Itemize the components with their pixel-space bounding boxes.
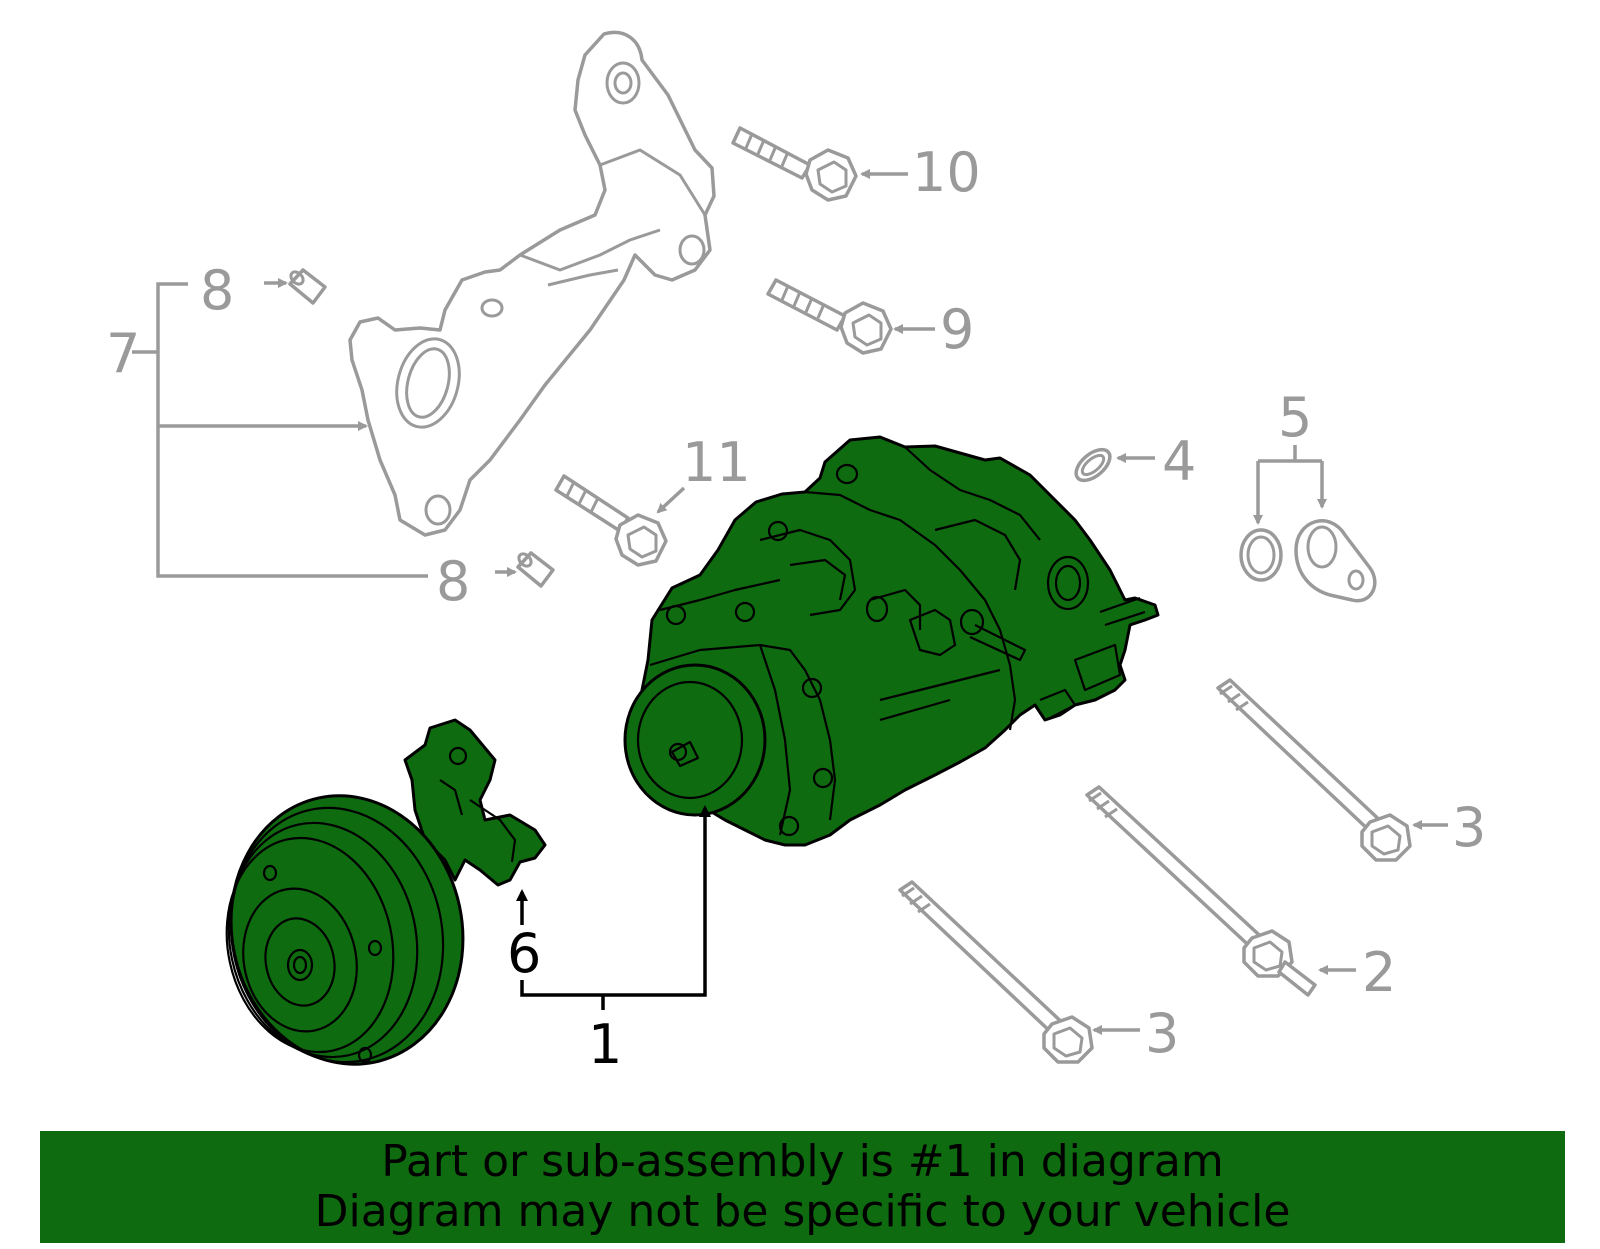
bolt-3-lower <box>898 880 1094 1064</box>
callout-8-lower: 8 <box>436 550 470 613</box>
bolt-11 <box>554 474 668 567</box>
leader-lines <box>132 169 1448 1035</box>
bolt-3-upper <box>1216 678 1412 862</box>
o-ring-4 <box>1074 447 1112 483</box>
banner-line-1: Part or sub-assembly is #1 in diagram <box>381 1136 1224 1187</box>
seal-5 <box>1239 528 1283 582</box>
compressor-front-hub <box>623 663 767 817</box>
clutch-pulley <box>225 718 547 1066</box>
stud-bolt-2 <box>1085 785 1317 997</box>
bolt-10 <box>731 126 858 202</box>
callout-labels: 7 8 8 10 9 11 4 5 3 2 3 6 1 <box>106 141 1486 1076</box>
bolt-9 <box>766 278 893 355</box>
callout-10: 10 <box>912 141 981 204</box>
callout-1: 1 <box>588 1013 622 1076</box>
info-banner: Part or sub-assembly is #1 in diagram Di… <box>40 1131 1565 1243</box>
callout-7: 7 <box>106 322 140 385</box>
callout-11: 11 <box>682 431 751 494</box>
callout-8-upper: 8 <box>200 259 234 322</box>
mounting-bracket <box>348 30 716 537</box>
callout-4: 4 <box>1162 430 1196 493</box>
callout-3-upper: 3 <box>1452 796 1486 859</box>
callout-5: 5 <box>1278 386 1312 449</box>
banner-line-2: Diagram may not be specific to your vehi… <box>314 1186 1291 1237</box>
callout-6: 6 <box>507 922 541 985</box>
callout-2: 2 <box>1362 941 1396 1004</box>
bushing-lower <box>516 551 555 588</box>
bushing-upper <box>288 268 327 305</box>
callout-3-lower: 3 <box>1145 1002 1179 1065</box>
ac-compressor <box>623 435 1160 847</box>
callout-9: 9 <box>940 298 974 361</box>
compressor-body <box>638 435 1160 847</box>
gasket-5 <box>1294 519 1377 603</box>
